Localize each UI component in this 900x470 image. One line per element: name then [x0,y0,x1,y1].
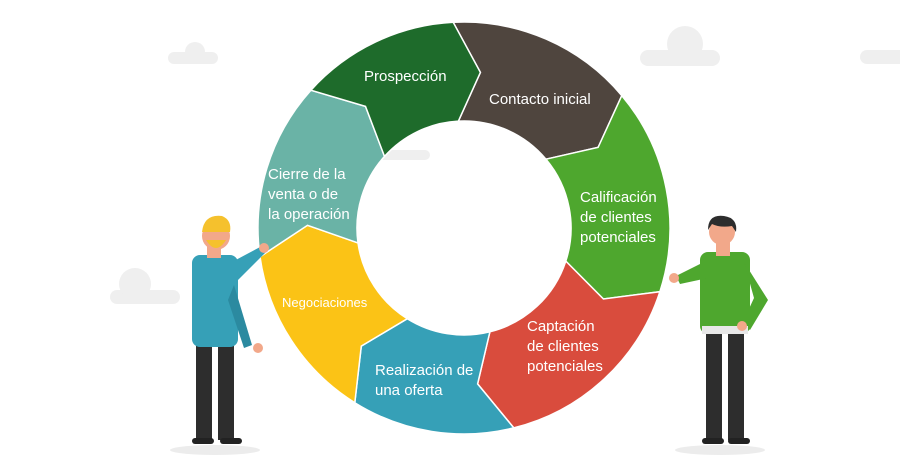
segment-label-cierre: Cierre de la venta o de la operación [268,166,350,223]
segment-label-contacto-inicial: Contacto inicial [489,91,591,108]
segment-label-captacion: Captación de clientes potenciales [527,318,603,375]
segment-cierre [309,21,482,158]
segment-label-prospeccion: Prospección [364,68,447,85]
cloud-icon [168,42,218,64]
cycle-ring [257,21,671,435]
shadows [170,445,765,455]
segment-label-calificacion: Calificación de clientes potenciales [580,189,657,246]
background-clouds [110,26,900,304]
cloud-icon [110,268,180,304]
cloud-icon [640,26,720,66]
person-left-illustration [192,215,269,444]
cloud-icon [860,50,900,64]
segment-label-realizacion: Realización de una oferta [375,362,474,399]
person-right-illustration [669,215,768,444]
segment-label-negociaciones: Negociaciones [282,295,368,310]
